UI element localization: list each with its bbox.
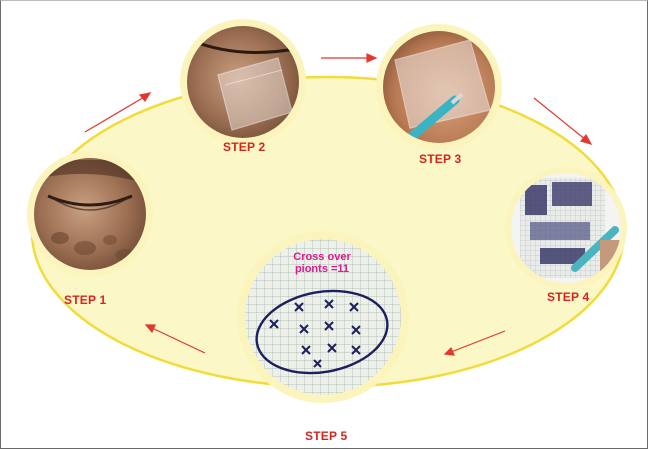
step-1-photo: [27, 151, 153, 277]
annotation-line-2: pionts =11: [282, 263, 362, 275]
step-5-label: STEP 5: [305, 429, 347, 443]
step-4-label: STEP 4: [547, 290, 589, 304]
step-1-label: STEP 1: [64, 293, 106, 307]
arrow-step2-to-step3: [321, 54, 376, 62]
annotation-line-1: Cross over: [282, 251, 362, 263]
step-3-label: STEP 3: [419, 152, 461, 166]
cross-over-annotation: Cross over pionts =11: [282, 251, 362, 275]
step-2-label: STEP 2: [223, 140, 265, 154]
step-2-photo: [180, 19, 306, 145]
